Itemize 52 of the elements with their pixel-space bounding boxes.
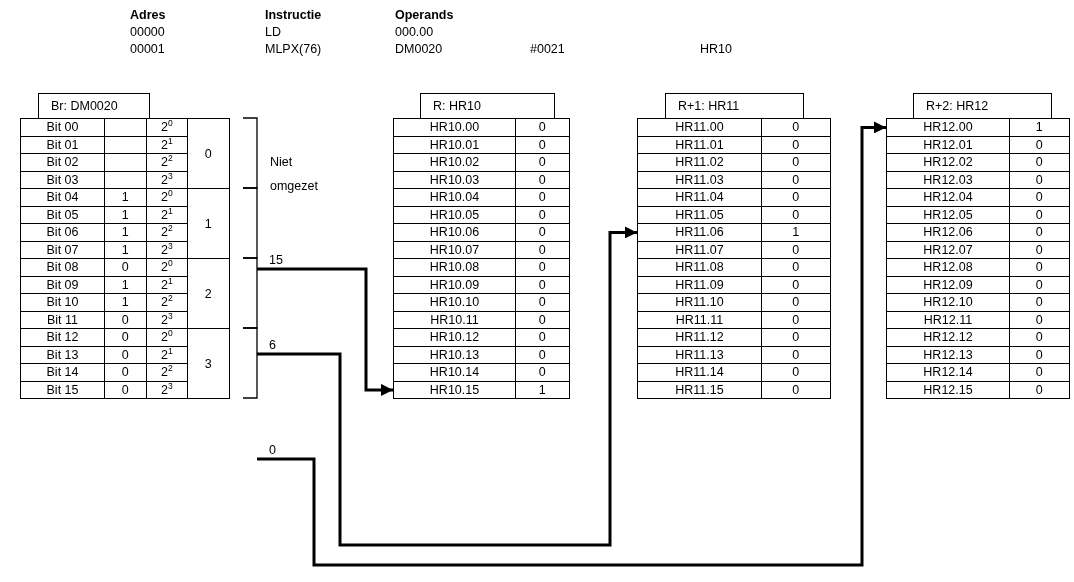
value-label: 15: [257, 252, 289, 268]
table-row: [886, 363, 1070, 382]
table-row: [637, 258, 831, 277]
table-row: [637, 293, 831, 312]
register-tab: R+2: HR12: [913, 93, 1052, 119]
table-row: [393, 258, 570, 277]
value-label: 0: [257, 442, 282, 458]
table-row: [393, 328, 570, 347]
code-text: DM0020: [395, 42, 443, 56]
arrow: [257, 121, 886, 567]
code-text: #0021: [530, 42, 565, 56]
table-row: [886, 188, 1070, 207]
code-text: 000.00: [395, 25, 434, 39]
table-row: [637, 328, 831, 347]
register-tab: R+1: HR11: [665, 93, 804, 119]
note-text: Niet omgezet: [270, 154, 319, 195]
table-row: [393, 223, 570, 242]
table-row: [637, 118, 831, 137]
table-row: [20, 380, 188, 400]
register-tab: R: HR10: [420, 93, 555, 119]
table-row: [886, 328, 1070, 347]
column-header: Adres: [130, 8, 166, 22]
arrow: [257, 226, 637, 547]
column-header: Instructie: [265, 8, 322, 22]
table-row: [886, 223, 1070, 242]
digit-cell: 3: [186, 328, 230, 400]
column-header: Operands: [395, 8, 454, 22]
table-row: [393, 188, 570, 207]
table-row: [393, 153, 570, 172]
table-row: [637, 223, 831, 242]
table-row: [637, 153, 831, 172]
table-row: [393, 293, 570, 312]
digit-cell: 0: [186, 118, 230, 190]
table-row: [20, 118, 188, 137]
table-row: [637, 380, 831, 400]
table-row: [886, 293, 1070, 312]
code-text: 00000: [130, 25, 165, 39]
code-text: 00001: [130, 42, 165, 56]
table-row: [886, 258, 1070, 277]
code-text: HR10: [700, 42, 732, 56]
value-label: 6: [257, 337, 282, 353]
table-row: [393, 118, 570, 137]
table-row: [637, 363, 831, 382]
code-text: LD: [265, 25, 281, 39]
table-row: [393, 363, 570, 382]
table-row: [886, 118, 1070, 137]
code-text: MLPX(76): [265, 42, 322, 56]
register-tab: Br: DM0020: [38, 93, 150, 119]
arrow: [257, 267, 393, 396]
table-row: [886, 380, 1070, 400]
table-row: [637, 188, 831, 207]
table-row: [886, 153, 1070, 172]
